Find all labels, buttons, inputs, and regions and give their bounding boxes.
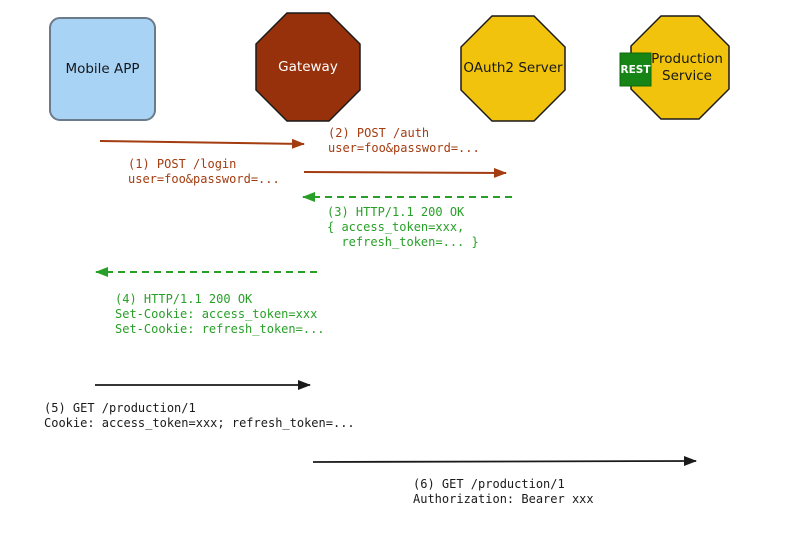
message-6-arrow bbox=[312, 456, 697, 467]
mobile-app-node-label: Mobile APP bbox=[65, 60, 140, 77]
production-service-node-label: Production Service bbox=[651, 50, 723, 84]
rest-badge-label: REST bbox=[620, 63, 651, 76]
message-4-label: (4) HTTP/1.1 200 OK Set-Cookie: access_t… bbox=[115, 292, 325, 336]
mobile-app-node-shape bbox=[49, 17, 156, 121]
message-2-arrow bbox=[303, 167, 507, 178]
message-6-label: (6) GET /production/1 Authorization: Bea… bbox=[413, 477, 594, 506]
gateway-node-label: Gateway bbox=[278, 58, 338, 75]
message-3-label: (3) HTTP/1.1 200 OK { access_token=xxx, … bbox=[327, 205, 479, 249]
oauth2-server-node-shape bbox=[460, 15, 566, 122]
rest-badge-shape bbox=[619, 52, 652, 87]
message-5-label: (5) GET /production/1 Cookie: access_tok… bbox=[44, 401, 355, 430]
message-2-label: (2) POST /auth user=foo&password=... bbox=[328, 126, 480, 155]
message-1-arrow bbox=[99, 138, 305, 149]
oauth2-server-node-label: OAuth2 Server bbox=[463, 60, 563, 77]
gateway-node-shape bbox=[255, 12, 361, 122]
message-1-label: (1) POST /login user=foo&password=... bbox=[128, 157, 280, 186]
